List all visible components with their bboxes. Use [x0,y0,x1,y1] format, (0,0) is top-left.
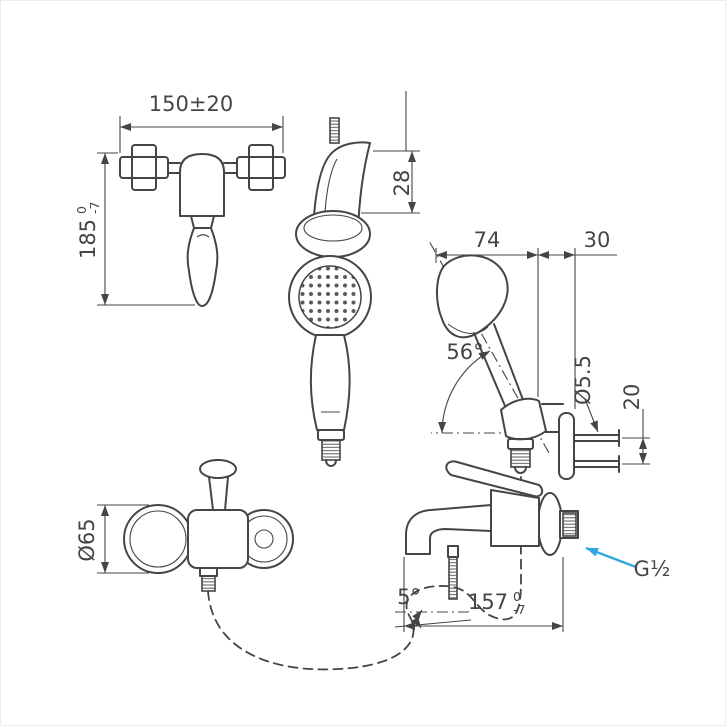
hose-thread-tip [325,459,337,467]
angle-5: 5° [394,585,472,629]
top-view: Ø65 [75,459,294,592]
dim-height-185: 185 0 -7 [74,152,195,306]
mixer-body-top [187,509,249,569]
mounting-screws [573,429,620,473]
check-screw-thread [448,556,458,600]
spout-side [405,504,492,555]
lever-stem-top [208,476,229,511]
shower-head-disc-inner [303,214,363,242]
wall-union-left [119,144,169,191]
dim-depth-tol-lower: -7 [513,602,525,617]
lever-knob-top [199,459,237,479]
dim-diameter-65: Ø65 [75,504,149,574]
thread-callout-arrow [585,546,637,569]
left-escutcheon [123,504,193,574]
dim-hole-spacing-label: 20 [620,384,644,411]
hose-nut [317,429,345,441]
dim-depth-157: 157 0 -7 [403,557,564,632]
dim-depth-label: 157 [468,590,508,614]
wall-union-right [236,144,286,191]
hand-shower-handle [309,334,351,431]
lever-front [186,227,219,307]
shower-hose-dashed [207,476,522,671]
dim-diameter-label: Ø65 [75,518,99,561]
hose-thread-tip-side [514,466,527,474]
mixer-body-side [490,489,540,547]
dim-hole-diameter-label: Ø5.5 [571,355,595,405]
mixer-body-front [179,153,225,217]
exploded-hand-shower-view: 28 [288,91,420,467]
dim-width-label: 150±20 [149,92,233,116]
wall-holder-cup [500,397,547,441]
dim-hole-spacing: 20 [620,384,650,465]
dim-height-tol-lower: -7 [87,202,102,214]
hand-shower-handle-side [473,323,526,414]
right-escutcheon-center [254,529,274,549]
hand-shower-head-side [436,254,509,339]
head-face-line [447,323,489,334]
thread-callout-label: G½ [634,557,671,581]
hose-nut-side [507,438,534,450]
wall-flange [558,412,575,480]
outlet-nut-top [199,567,218,577]
lever-detail [196,234,210,238]
dim-bracket-28: 28 [361,150,420,214]
dim-hole-diameter: Ø5.5 [571,355,599,433]
dim-depth-tol-upper: 0 [513,589,521,604]
union-pipes [167,162,238,174]
holder-screw [329,117,340,144]
hose-thread [321,439,341,461]
dim-wall-offset-label: 30 [584,228,611,252]
mixer-neck-front [190,215,215,229]
lever-side [445,460,544,498]
dim-height-label: 185 [76,219,100,259]
wall-flange-side [537,492,563,556]
mixer-side-view: 5° 157 0 -7 G½ [394,460,671,632]
spray-face-dots [298,265,362,329]
hand-shower-side-view: 74 30 56° Ø5.5 [428,228,650,480]
dim-head-width-label: 74 [474,228,501,252]
left-escutcheon-inner [129,510,187,568]
hose-thread-side [510,448,531,468]
angle-56: 56° [428,240,550,454]
angle-56-label: 56° [446,340,483,364]
shower-bracket [312,141,371,233]
angle-5-label: 5° [397,585,421,609]
dim-bracket-label: 28 [390,170,414,197]
dim-74-30: 74 30 [435,228,617,409]
outlet-thread-top [201,575,216,592]
front-view: 150±20 185 0 -7 [74,92,286,307]
check-screw-nut [447,545,459,558]
thread-callout: G½ [585,546,671,581]
dim-height-tol-upper: 0 [74,206,89,214]
dim-width-150: 150±20 [119,92,284,153]
thread-stub-hatch [562,512,577,537]
